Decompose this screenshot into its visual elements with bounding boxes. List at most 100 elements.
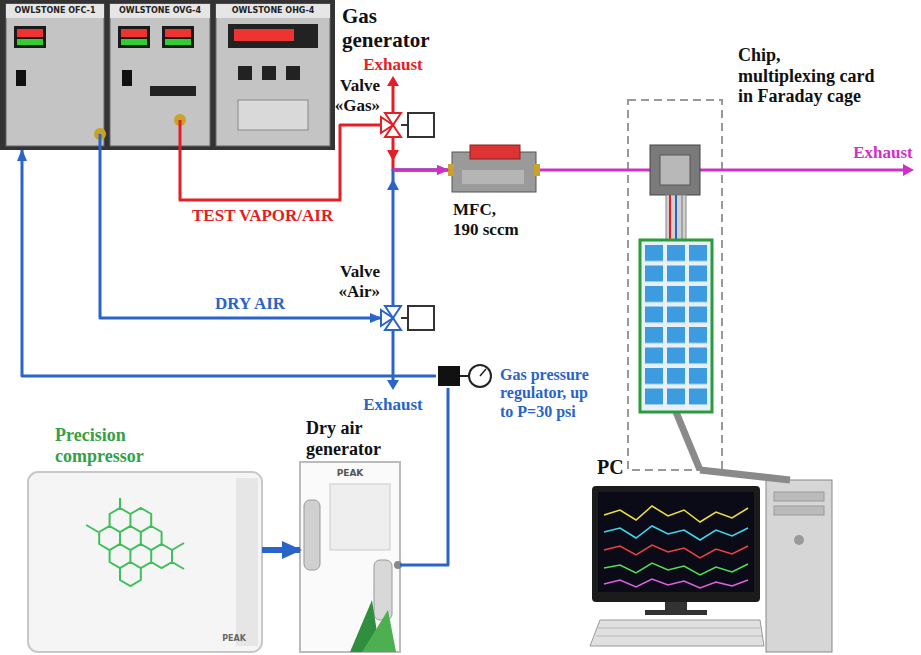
pc-illustration — [645, 610, 707, 615]
flow-label: DRY AIR — [215, 294, 305, 314]
gas-line — [180, 125, 381, 200]
pc-illustration — [604, 526, 748, 540]
gas-generator-photo — [0, 0, 335, 150]
pc-illustration — [604, 563, 748, 575]
gas-generator-photo — [286, 66, 300, 80]
gas-line — [22, 150, 436, 376]
dry-air-generator-photo — [374, 560, 392, 620]
exhaust-arrow — [392, 84, 395, 113]
gas-generator-photo — [118, 26, 150, 48]
gas-line — [393, 170, 448, 305]
label-holder: Gas pressure regulator, up to P=30 psi — [500, 366, 600, 421]
label-holder: Gas generator — [342, 4, 437, 52]
gas-line — [400, 388, 448, 565]
exhaust-label: Exhaust — [358, 395, 428, 415]
gas-line — [540, 169, 628, 172]
gas-line — [700, 470, 790, 480]
label-holder: OWLSTONE OFC-1 — [6, 6, 104, 15]
label-holder: OWLSTONE OHG-4 — [216, 6, 330, 15]
gas-generator-photo — [262, 66, 276, 80]
pressure-regulator-symbol — [480, 369, 486, 376]
three-way-valve-symbol — [381, 306, 434, 330]
compressor-photo — [28, 472, 262, 652]
gas-generator-photo — [17, 29, 43, 37]
pc-illustration — [590, 480, 832, 652]
pressure-regulator-symbol — [460, 375, 469, 377]
gas-generator-photo — [179, 120, 182, 150]
dry-air-generator-photo — [300, 462, 402, 652]
pressure-regulator-symbol — [469, 365, 491, 387]
gas-generator-photo — [110, 4, 210, 18]
multiplexing-card — [645, 245, 707, 405]
label-holder: Chip, multiplexing card in Faraday cage — [738, 45, 879, 107]
mass-flow-controller-photo — [448, 145, 540, 192]
logo-text: PEAK — [214, 634, 254, 643]
exhaust-label: Exhaust — [850, 143, 916, 163]
three-way-valve-symbol — [381, 113, 434, 137]
label-holder: Exhaust — [358, 395, 428, 415]
ribbon-cable — [675, 195, 677, 240]
gas-generator-photo — [165, 39, 191, 45]
label-holder: Exhaust — [358, 55, 428, 75]
label-holder: PEAK — [214, 634, 254, 643]
mass-flow-controller-photo — [534, 164, 540, 176]
pc-illustration — [794, 535, 804, 545]
exhaust-arrow — [387, 380, 399, 390]
three-way-valve-symbol — [385, 125, 401, 137]
ribbon-cable — [666, 195, 686, 240]
gas-line — [262, 547, 300, 553]
label-holder: TEST VAPOR/AIR — [192, 206, 342, 226]
merge-junction — [387, 150, 399, 161]
ribbon-cable — [676, 412, 700, 470]
gas-line — [700, 169, 905, 172]
three-way-valve-symbol — [401, 317, 408, 319]
sensor-chip — [650, 145, 700, 195]
pc-illustration — [590, 620, 764, 646]
gas-generator-photo — [0, 0, 335, 150]
gas-generator-photo — [6, 4, 104, 18]
equipment-label: Valve «Gas» — [322, 76, 380, 115]
exhaust-arrow — [387, 76, 399, 86]
equipment-label: Dry air generator — [306, 418, 394, 459]
gas-generator-photo — [110, 4, 210, 146]
gas-generator-photo — [121, 29, 147, 37]
faraday-cage: Chip, multiplexing card in Faraday cage — [628, 100, 722, 470]
gas-valve: Valve «Gas» — [381, 112, 434, 138]
gas-generator-photo — [165, 29, 191, 37]
gas-generator-photo — [121, 39, 147, 45]
gas-generator-photo — [122, 70, 132, 86]
label-holder: Dry air generator — [306, 418, 394, 459]
pc-illustration — [774, 492, 824, 501]
gas-line — [903, 164, 914, 176]
exhaust-arrow — [387, 76, 399, 113]
mass-flow-controller-photo — [470, 145, 520, 159]
gas-generator-photo — [6, 4, 104, 146]
merge-junction — [387, 179, 399, 190]
label-holder: Exhaust — [850, 143, 916, 163]
dry-air-generator-photo — [304, 500, 320, 570]
equipment-label: Gas generator — [342, 4, 437, 52]
label-holder: PC — [597, 456, 637, 479]
three-way-valve-symbol — [385, 318, 401, 330]
gas-generator-photo — [238, 66, 252, 80]
equipment-label: MFC, 190 sccm — [453, 200, 525, 239]
pc-illustration — [604, 506, 748, 522]
gas-generator-photo — [17, 39, 43, 45]
gas-generator-photo — [16, 70, 26, 86]
equipment-label: Chip, multiplexing card in Faraday cage — [738, 45, 879, 107]
pressure-regulator: Gas pressure regulator, up to P=30 psi — [436, 364, 494, 388]
flow-label: TEST VAPOR/AIR — [192, 206, 342, 226]
label-holder: Valve «Air» — [322, 262, 380, 301]
computer: PC — [588, 480, 836, 652]
pc-illustration — [598, 628, 761, 629]
gas-line — [628, 169, 650, 172]
multiplexing-card — [640, 240, 712, 412]
exhaust-arrow — [387, 331, 399, 390]
pc-illustration — [592, 486, 760, 602]
gas-generator-photo — [162, 26, 194, 48]
dry-air-generator-photo — [362, 610, 396, 652]
pressure-regulator-symbol — [438, 366, 460, 386]
pc-illustration — [604, 545, 748, 558]
